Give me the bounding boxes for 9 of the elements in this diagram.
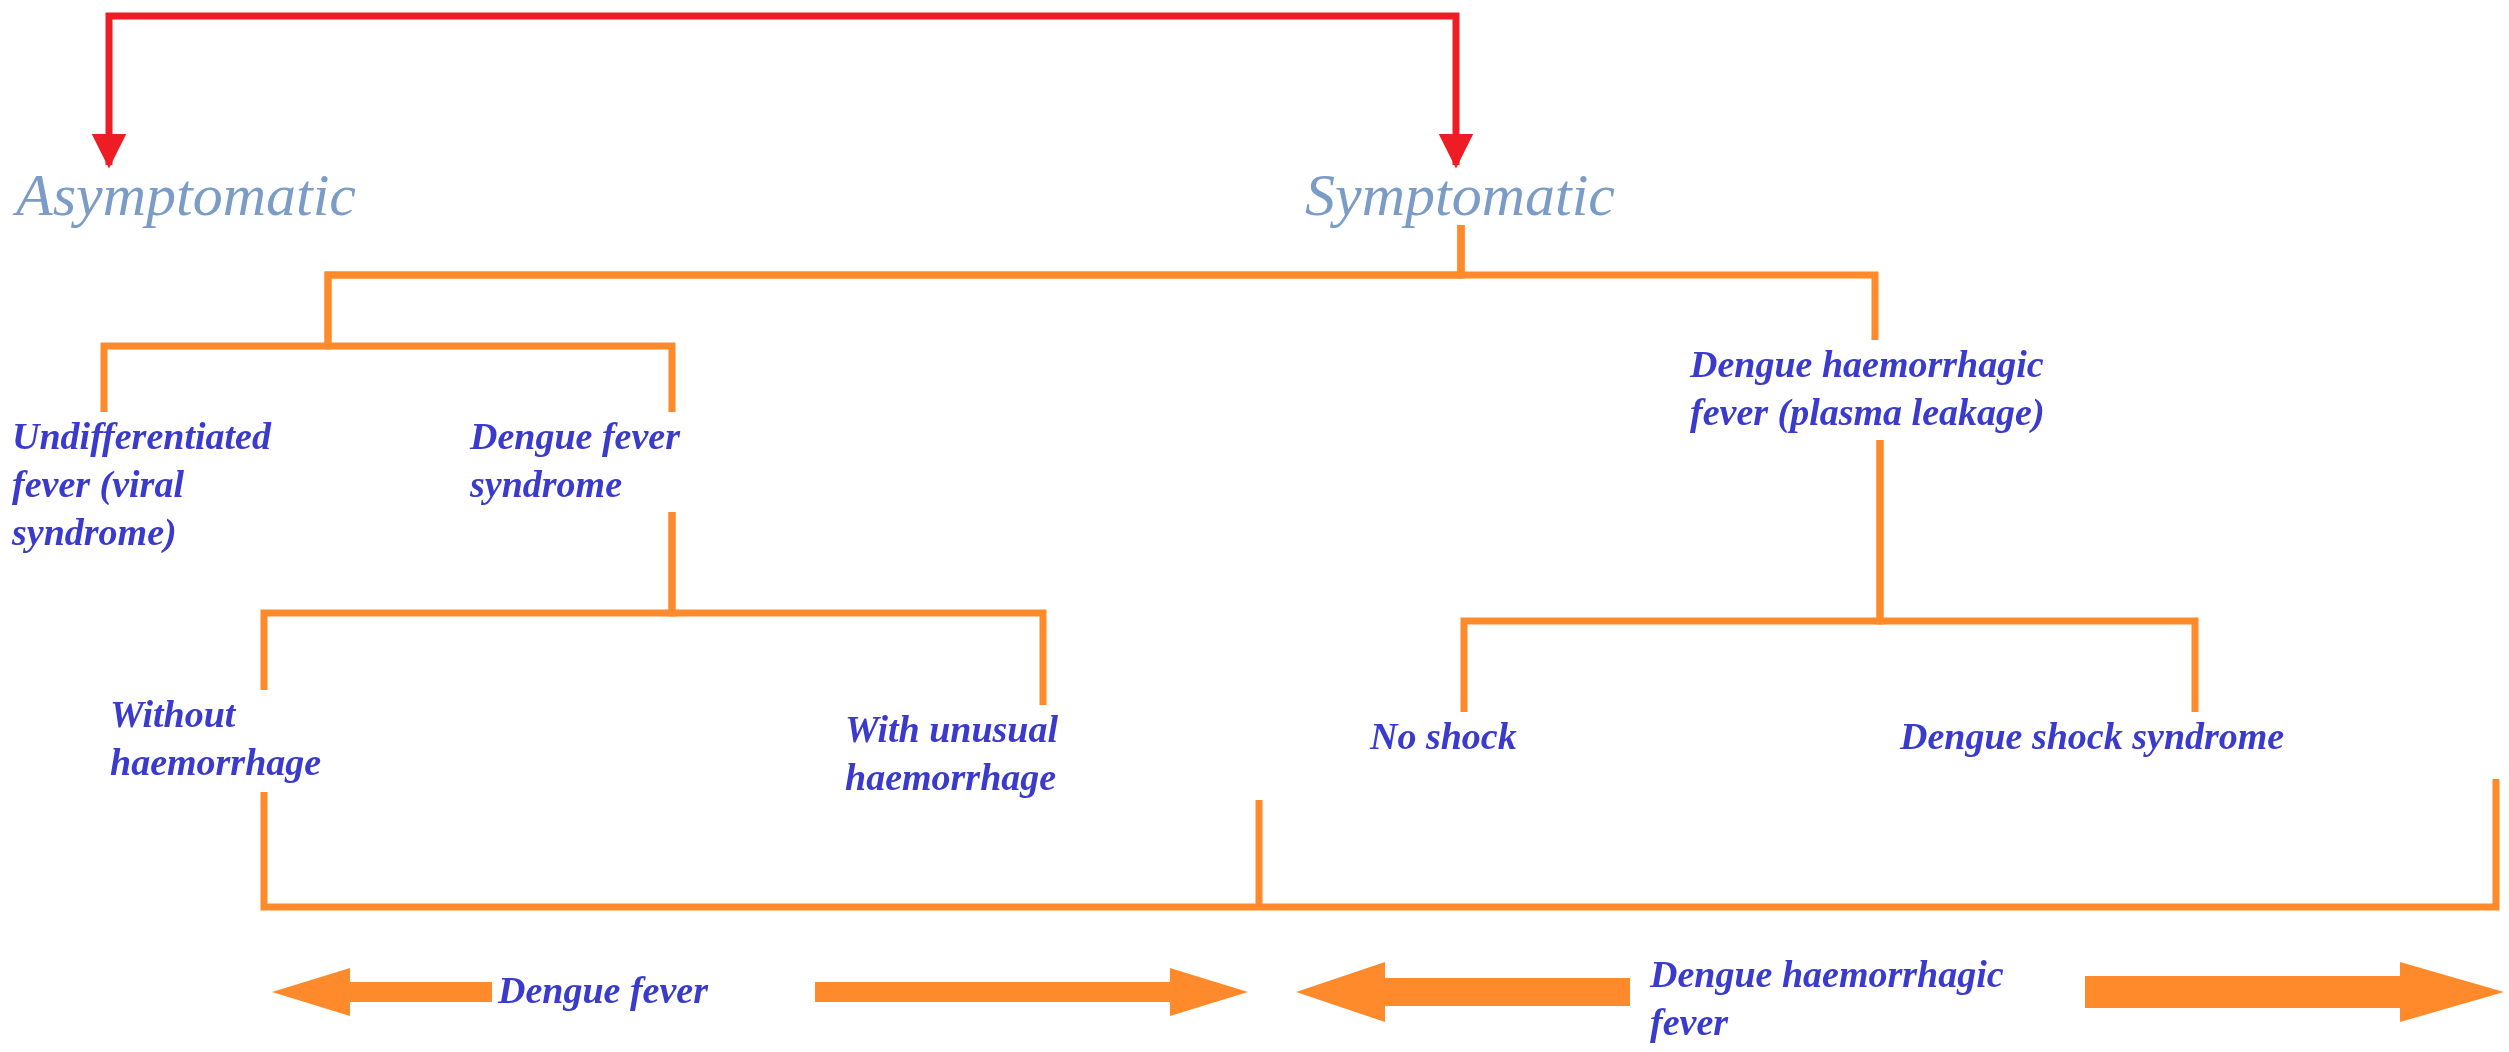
category-label: With unusual haemorrhage: [845, 707, 1059, 800]
category-label: Without haemorrhage: [110, 692, 323, 785]
category-label: Dengue haemorrhagic fever (plasma leakage): [1690, 342, 2046, 435]
category-label: No shock: [1370, 714, 1518, 759]
category-label: Dengue shock syndrome: [1900, 714, 2286, 759]
range-label: Dengue fever: [498, 968, 710, 1013]
range-label: Dengue haemorrhagic fever: [1650, 952, 2005, 1045]
category-label: Dengue fever syndrome: [470, 414, 682, 507]
category-label: Undifferentiated fever (viral syndrome): [12, 414, 273, 555]
